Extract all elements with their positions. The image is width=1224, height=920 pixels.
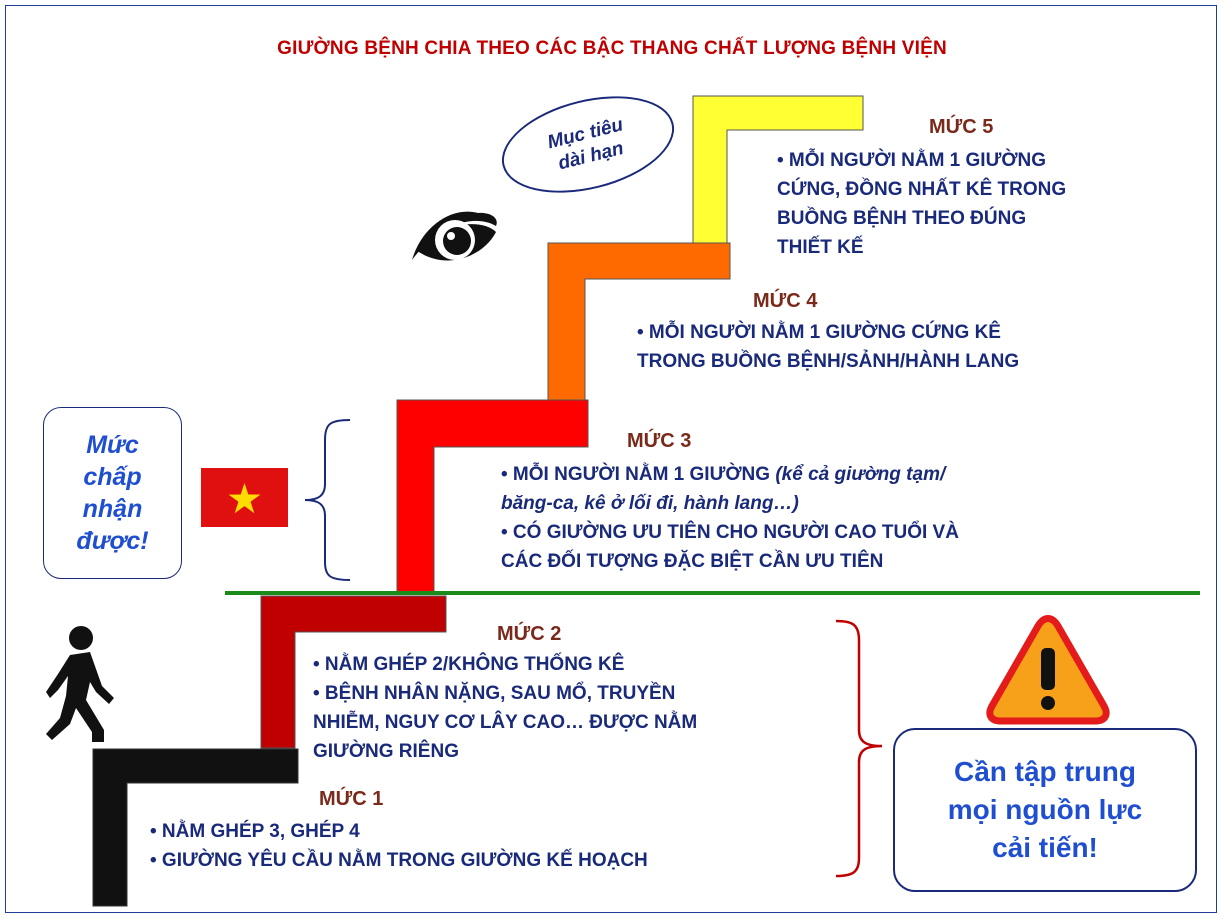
level-3-line-note-2: băng-ca, kê ở lối đi, hành lang…) xyxy=(501,493,799,514)
level-5-label: MỨC 5 xyxy=(929,116,994,138)
level-2-text: • NẰM GHÉP 2/KHÔNG THỐNG KÊ • BỆNH NHÂN … xyxy=(313,650,697,766)
focus-line: mọi nguồn lực xyxy=(947,794,1143,825)
right-bracket xyxy=(835,619,883,878)
acceptable-line: nhận xyxy=(82,495,143,523)
acceptable-line: chấp xyxy=(83,463,142,491)
walking-person-icon xyxy=(46,626,114,742)
level-4-line: • MỖI NGƯỜI NẰM 1 GIƯỜNG CỨNG KÊ xyxy=(637,322,1001,343)
level-1-text: • NẰM GHÉP 3, GHÉP 4 • GIƯỜNG YÊU CẦU NẰ… xyxy=(150,817,648,875)
level-3-line: • CÓ GIƯỜNG ƯU TIÊN CHO NGƯỜI CAO TUỔI V… xyxy=(501,522,959,543)
slide-frame xyxy=(5,5,1217,913)
focus-line: cải tiến! xyxy=(992,832,1098,863)
level-3-line-note: (kể cả giường tạm/ xyxy=(775,464,946,485)
focus-resources-box: Cần tập trung mọi nguồn lực cải tiến! xyxy=(893,728,1197,892)
acceptable-line: Mức xyxy=(86,431,139,459)
warning-icon xyxy=(986,615,1110,725)
level-2-line: NHIỄM, NGUY CƠ LÂY CAO… ĐƯỢC NẰM xyxy=(313,712,698,733)
level-1-line: • GIƯỜNG YÊU CẦU NẰM TRONG GIƯỜNG KẾ HOẠ… xyxy=(150,850,648,871)
level-1-line: • NẰM GHÉP 3, GHÉP 4 xyxy=(150,821,360,842)
level-5-line: • MỖI NGƯỜI NẰM 1 GIƯỜNG xyxy=(777,150,1047,171)
page-title: GIƯỜNG BỆNH CHIA THEO CÁC BẬC THANG CHẤT… xyxy=(277,38,947,59)
level-3-line: CÁC ĐỐI TƯỢNG ĐẶC BIỆT CẦN ƯU TIÊN xyxy=(501,551,884,572)
level-4-label: MỨC 4 xyxy=(753,290,818,312)
level-2-line: • NẰM GHÉP 2/KHÔNG THỐNG KÊ xyxy=(313,654,625,675)
vietnam-flag-icon xyxy=(201,468,288,527)
level-3-line-main: • MỖI NGƯỜI NẰM 1 GIƯỜNG xyxy=(501,464,776,485)
level-1-label: MỨC 1 xyxy=(319,788,384,810)
level-2-label: MỨC 2 xyxy=(497,623,562,645)
level-3-text: • MỖI NGƯỜI NẰM 1 GIƯỜNG (kể cả giường t… xyxy=(501,460,959,576)
level-2-line: GIƯỜNG RIÊNG xyxy=(313,741,459,762)
stair-step-2 xyxy=(260,595,447,749)
level-4-text: • MỖI NGƯỜI NẰM 1 GIƯỜNG CỨNG KÊ TRONG B… xyxy=(637,318,1019,376)
level-5-line: THIẾT KẾ xyxy=(777,237,864,258)
level-2-line: • BỆNH NHÂN NẶNG, SAU MỔ, TRUYỀN xyxy=(313,683,676,704)
level-5-line: CỨNG, ĐỒNG NHẤT KÊ TRONG xyxy=(777,179,1067,200)
level-3-label: MỨC 3 xyxy=(627,430,692,452)
level-4-line: TRONG BUỒNG BỆNH/SẢNH/HÀNH LANG xyxy=(637,351,1020,372)
level-5-text: • MỖI NGƯỜI NẰM 1 GIƯỜNG CỨNG, ĐỒNG NHẤT… xyxy=(777,146,1066,262)
left-bracket xyxy=(304,419,351,581)
acceptable-level-box: Mức chấp nhận được! xyxy=(43,407,182,579)
focus-line: Cần tập trung xyxy=(953,756,1136,787)
eye-icon xyxy=(412,211,497,261)
level-5-line: BUỒNG BỆNH THEO ĐÚNG xyxy=(777,208,1027,229)
stair-step-1 xyxy=(92,748,299,907)
acceptable-line: được! xyxy=(76,527,149,555)
